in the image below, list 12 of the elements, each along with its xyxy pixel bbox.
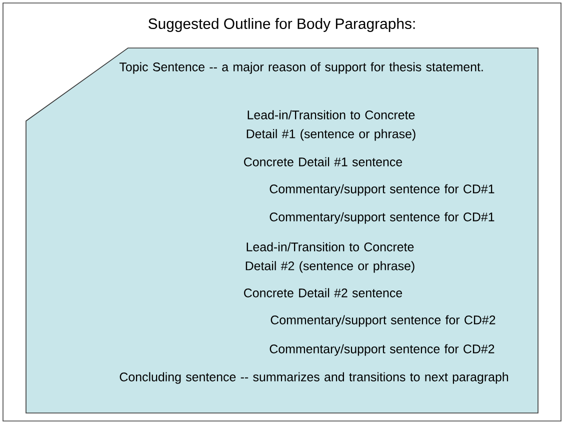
outline-sentence: Lead-in/Transition to Concrete Detail #1 (sentence or phrase) xyxy=(246,110,416,141)
outline-sentence: Concluding sentence -- summarizes and transitions to next paragraph xyxy=(120,372,508,384)
outline-sentence: Topic Sentence -- a major reason of support for thesis statement. xyxy=(119,62,483,74)
title: Suggested Outline for Body Paragraphs: xyxy=(148,18,415,32)
outline-sentence: Commentary/support sentence for CD#2 xyxy=(270,315,496,327)
outline-box xyxy=(26,48,538,414)
outline-sentence: Commentary/support sentence for CD#1 xyxy=(270,184,494,196)
outline-sentence: Lead-in/Transition to Concrete Detail #2 (sentence or phrase) xyxy=(246,242,414,273)
outline-sentence: Commentary/support sentence for CD#2 xyxy=(270,344,494,356)
outline-sentence: Concrete Detail #2 sentence xyxy=(244,288,402,298)
outline-sentence: Commentary/support sentence for CD#1 xyxy=(270,212,494,224)
outline-sentence: Concrete Detail #1 sentence xyxy=(244,157,402,166)
